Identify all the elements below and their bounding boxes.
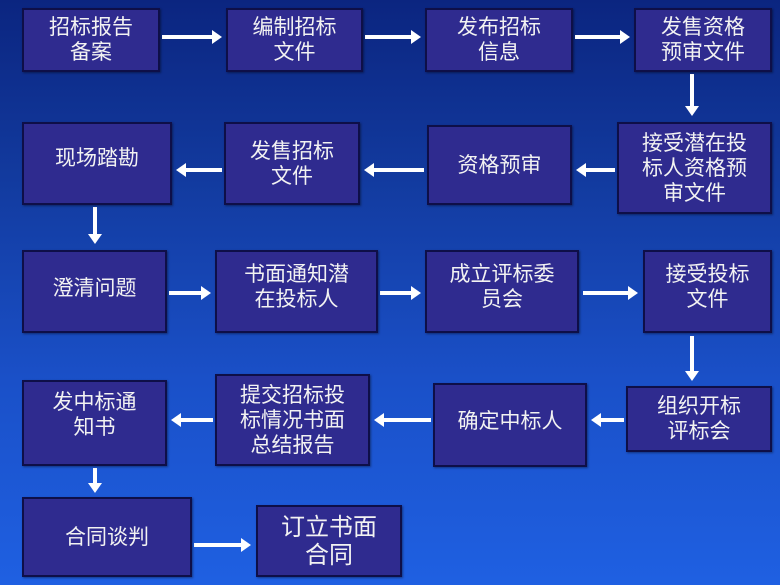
arrow (380, 286, 421, 300)
arrow (176, 163, 222, 177)
step-tender-report-filing: 招标报告 备案 (22, 8, 160, 72)
step-label: 书面通知潜 在投标人 (244, 262, 349, 311)
step-label: 发中标通 知书 (52, 390, 137, 439)
arrow (364, 163, 424, 177)
arrow (365, 30, 421, 44)
step-sell-prequal-docs: 发售资格 预审文件 (634, 8, 772, 72)
step-label: 接受投标 文件 (665, 262, 750, 311)
step-determine-winner: 确定中标人 (433, 383, 587, 467)
step-label: 资格预审 (457, 152, 542, 177)
step-publish-tender-info: 发布招标 信息 (425, 8, 573, 72)
step-contract-negotiation: 合同谈判 (22, 497, 192, 577)
arrow (88, 207, 102, 244)
step-submit-summary-report: 提交招标投 标情况书面 总结报告 (215, 374, 370, 466)
step-label: 发售招标 文件 (250, 138, 334, 188)
step-label: 提交招标投 标情况书面 总结报告 (240, 382, 345, 457)
step-label: 发布招标 信息 (457, 15, 541, 64)
step-label: 编制招标 文件 (252, 15, 337, 64)
step-site-survey: 现场踏勘 (22, 122, 172, 205)
step-label: 现场踏勘 (55, 146, 139, 170)
arrow (591, 413, 624, 427)
step-label: 发售资格 预审文件 (661, 15, 745, 64)
step-label: 确定中标人 (457, 409, 563, 433)
step-notify-bidders: 书面通知潜 在投标人 (215, 250, 378, 333)
arrow (583, 286, 638, 300)
step-label: 接受潜在投 标人资格预 审文件 (642, 130, 747, 205)
step-receive-bids: 接受投标 文件 (643, 250, 772, 333)
step-prequalification: 资格预审 (427, 125, 572, 205)
step-clarify-questions: 澄清问题 (22, 250, 167, 333)
step-receive-prequal-docs: 接受潜在投 标人资格预 审文件 (617, 122, 772, 214)
step-sell-tender-docs: 发售招标 文件 (224, 122, 360, 205)
step-label: 澄清问题 (52, 276, 137, 300)
arrow (194, 538, 251, 552)
arrow (685, 336, 699, 381)
step-sign-contract: 订立书面 合同 (256, 505, 402, 577)
arrow (374, 413, 431, 427)
step-prepare-tender-docs: 编制招标 文件 (226, 8, 363, 72)
arrow (162, 30, 222, 44)
arrow (576, 163, 615, 177)
arrow (575, 30, 630, 44)
step-label: 订立书面 合同 (281, 513, 377, 569)
arrow (169, 286, 211, 300)
step-label: 组织开标 评标会 (657, 394, 741, 443)
arrow (171, 413, 213, 427)
arrow (88, 468, 102, 493)
step-bid-opening-evaluation: 组织开标 评标会 (626, 386, 772, 452)
arrow (685, 74, 699, 116)
step-form-evaluation-committee: 成立评标委 员会 (425, 250, 579, 333)
step-issue-award-notice: 发中标通 知书 (22, 380, 167, 466)
step-label: 成立评标委 员会 (449, 262, 555, 311)
step-label: 合同谈判 (65, 524, 149, 549)
step-label: 招标报告 备案 (49, 15, 133, 64)
